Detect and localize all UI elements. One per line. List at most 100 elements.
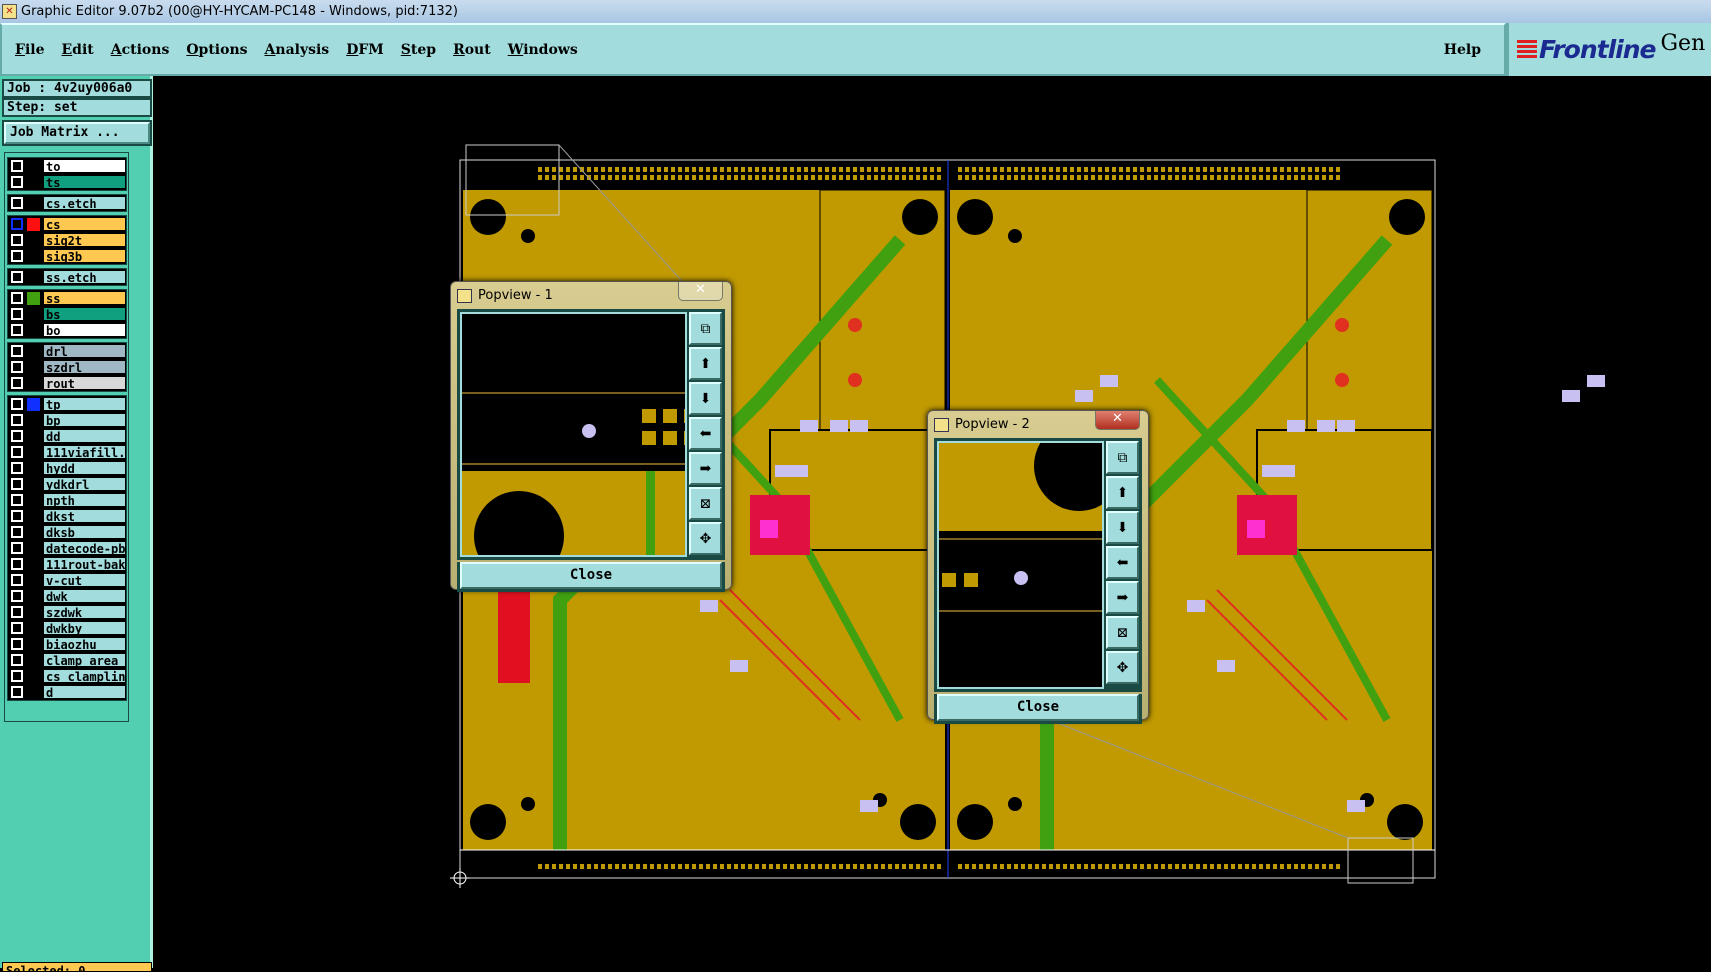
layer-name[interactable]: datecode-pbc (43, 541, 126, 555)
layer-checkbox[interactable] (10, 159, 24, 173)
layer-row[interactable]: dd (8, 428, 126, 444)
layer-checkbox[interactable] (10, 360, 24, 374)
layer-checkbox[interactable] (10, 653, 24, 667)
menu-step[interactable]: Step (400, 41, 437, 58)
layer-row[interactable]: bp (8, 412, 126, 428)
zoom-home-icon[interactable]: ⧉ (689, 312, 722, 345)
layer-name[interactable]: ss (43, 291, 126, 305)
layer-row[interactable]: hydd (8, 460, 126, 476)
layer-row[interactable]: dksb (8, 524, 126, 540)
pan-right-icon[interactable]: ➡ (1106, 581, 1139, 614)
layer-checkbox[interactable] (10, 605, 24, 619)
zoom-out-icon[interactable]: ✥ (1106, 651, 1139, 684)
layer-checkbox[interactable] (10, 291, 24, 305)
layer-row[interactable]: szdrl (8, 359, 126, 375)
layer-name[interactable]: to (43, 159, 126, 173)
layer-name[interactable]: tp (43, 397, 126, 411)
layer-name[interactable]: bp (43, 413, 126, 427)
layer-checkbox[interactable] (10, 233, 24, 247)
layer-row[interactable]: dkst (8, 508, 126, 524)
layer-checkbox[interactable] (10, 344, 24, 358)
layer-checkbox[interactable] (10, 376, 24, 390)
layer-row[interactable]: v-cut (8, 572, 126, 588)
layer-checkbox[interactable] (10, 525, 24, 539)
layer-name[interactable]: sig2t (43, 233, 126, 247)
graphic-canvas[interactable] (156, 76, 1711, 968)
layer-checkbox[interactable] (10, 429, 24, 443)
layer-row[interactable]: biaozhu (8, 636, 126, 652)
popview-close-button[interactable]: Close (937, 694, 1139, 721)
layer-row[interactable]: dwkby (8, 620, 126, 636)
layer-name[interactable]: ts (43, 175, 126, 189)
layer-row[interactable]: npth (8, 492, 126, 508)
layer-row[interactable]: sig2t (8, 232, 126, 248)
layer-checkbox[interactable] (10, 323, 24, 337)
menu-file[interactable]: File (15, 41, 45, 58)
zoom-in-icon[interactable]: ⊠ (689, 487, 722, 520)
layer-row[interactable]: clamp_area (8, 652, 126, 668)
layer-checkbox[interactable] (10, 637, 24, 651)
layer-checkbox[interactable] (10, 413, 24, 427)
layer-checkbox[interactable] (10, 685, 24, 699)
layer-checkbox[interactable] (10, 270, 24, 284)
layer-row[interactable]: cs.etch (8, 195, 126, 211)
layer-name[interactable]: dwk (43, 589, 126, 603)
layer-row[interactable]: d (8, 684, 126, 700)
layer-row[interactable]: datecode-pbc (8, 540, 126, 556)
layer-checkbox[interactable] (10, 196, 24, 210)
layer-name[interactable]: drl (43, 344, 126, 358)
layer-checkbox[interactable] (10, 307, 24, 321)
layer-row[interactable]: ts (8, 174, 126, 190)
zoom-out-icon[interactable]: ✥ (689, 522, 722, 555)
layer-checkbox[interactable] (10, 621, 24, 635)
menu-options[interactable]: Options (186, 41, 248, 58)
layer-checkbox[interactable] (10, 589, 24, 603)
layer-checkbox[interactable] (10, 477, 24, 491)
menu-actions[interactable]: Actions (110, 41, 170, 58)
pan-up-icon[interactable]: ⬆ (1106, 476, 1139, 509)
layer-name[interactable]: dwkby (43, 621, 126, 635)
job-matrix-button[interactable]: Job Matrix ... (2, 120, 152, 146)
close-icon[interactable]: ✕ (1095, 411, 1140, 430)
pan-up-icon[interactable]: ⬆ (689, 347, 722, 380)
layer-name[interactable]: clamp_area (43, 653, 126, 667)
layer-row[interactable]: 111viafill.a (8, 444, 126, 460)
zoom-in-icon[interactable]: ⊠ (1106, 616, 1139, 649)
layer-name[interactable]: szdwk (43, 605, 126, 619)
menu-help[interactable]: Help (1443, 41, 1481, 58)
menu-analysis[interactable]: Analysis (264, 41, 330, 58)
layer-name[interactable]: cs_clampline (43, 669, 126, 683)
layer-name[interactable]: biaozhu (43, 637, 126, 651)
layer-name[interactable]: dkst (43, 509, 126, 523)
layer-row[interactable]: tp (8, 396, 126, 412)
layer-row[interactable]: bs (8, 306, 126, 322)
menu-edit[interactable]: Edit (61, 41, 94, 58)
layer-row[interactable]: rout (8, 375, 126, 391)
layer-row[interactable]: drl (8, 343, 126, 359)
layer-name[interactable]: d (43, 685, 126, 699)
layer-checkbox[interactable] (10, 509, 24, 523)
layer-row[interactable]: to (8, 158, 126, 174)
zoom-home-icon[interactable]: ⧉ (1106, 441, 1139, 474)
popview-viewport[interactable] (937, 441, 1104, 689)
layer-name[interactable]: bo (43, 323, 126, 337)
layer-name[interactable]: cs.etch (43, 196, 126, 210)
pan-right-icon[interactable]: ➡ (689, 452, 722, 485)
menu-rout[interactable]: Rout (453, 41, 491, 58)
pan-left-icon[interactable]: ⬅ (689, 417, 722, 450)
layer-row[interactable]: cs_clampline (8, 668, 126, 684)
layer-name[interactable]: szdrl (43, 360, 126, 374)
layer-row[interactable]: sig3b (8, 248, 126, 264)
layer-name[interactable]: dksb (43, 525, 126, 539)
layer-row[interactable]: ss (8, 290, 126, 306)
layer-name[interactable]: rout (43, 376, 126, 390)
layer-name[interactable]: v-cut (43, 573, 126, 587)
close-icon[interactable]: ✕ (678, 282, 723, 301)
layer-checkbox[interactable] (10, 493, 24, 507)
layer-checkbox[interactable] (10, 397, 24, 411)
pan-left-icon[interactable]: ⬅ (1106, 546, 1139, 579)
layer-checkbox[interactable] (10, 669, 24, 683)
layer-name[interactable]: dd (43, 429, 126, 443)
layer-name[interactable]: 111rout-bak (43, 557, 126, 571)
layer-checkbox[interactable] (10, 249, 24, 263)
